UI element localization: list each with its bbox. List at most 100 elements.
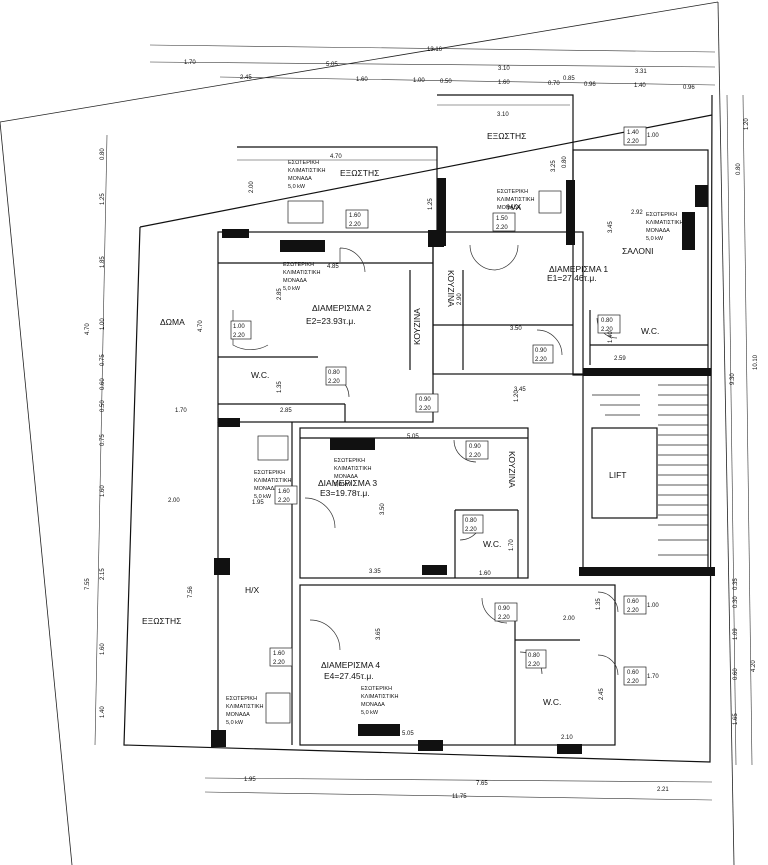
ac-label: ΕΣΩΤΕΡΙΚΗ <box>361 686 392 692</box>
dim-label: 0.96 <box>584 82 596 88</box>
dim-label: 2.90 <box>457 293 463 305</box>
dim-label: 2.00 <box>168 498 180 504</box>
door-swing <box>339 247 366 273</box>
dim-label: 3.45 <box>514 387 526 393</box>
opening-height: 2.20 <box>496 225 508 231</box>
dim-label: 1.25 <box>100 193 106 205</box>
dim-label: 1.00 <box>413 78 425 84</box>
dim-label: 1.00 <box>100 318 106 330</box>
stair-treads <box>592 384 708 556</box>
opening-width: 1.60 <box>349 213 361 219</box>
ac-label: ΜΟΝΑΔΑ <box>254 486 278 492</box>
dim-label: 1.60 <box>479 571 491 577</box>
opening-sill: 1.00 <box>647 133 659 139</box>
room-label-doma: ΔΩΜΑ <box>160 317 185 327</box>
ac-label: ΕΣΩΤΕΡΙΚΗ <box>497 189 528 195</box>
wc-label: W.C. <box>483 539 501 549</box>
opening-height: 2.20 <box>328 379 340 385</box>
kitchen-label-1: ΚΟΥΖΙΝΑ <box>446 270 456 307</box>
dim-label: 0.80 <box>562 156 568 168</box>
opening-width: 1.60 <box>278 489 290 495</box>
dim-label: 0.96 <box>683 85 695 91</box>
ac-label: 5,0 kW <box>226 720 244 726</box>
apartment-2-title: ΔΙΑΜΕΡΙΣΜΑ 2 <box>312 303 371 313</box>
opening-height: 2.20 <box>278 498 290 504</box>
ac-label: ΜΟΝΑΔΑ <box>361 702 385 708</box>
dim-label: 0.75 <box>100 354 106 366</box>
apartment-1-area: Ε1=27.46τ.μ. <box>547 273 597 283</box>
dim-label: 11.75 <box>452 794 467 800</box>
dim-label: 3.45 <box>608 221 614 233</box>
ac-unit-icon <box>287 200 324 224</box>
ac-unit-icon <box>257 435 289 461</box>
ac-label: ΕΣΩΤΕΡΙΚΗ <box>334 458 365 464</box>
ac-label: ΕΣΩΤΕΡΙΚΗ <box>288 160 319 166</box>
opening-height: 2.20 <box>601 327 613 333</box>
dim-label: 0.50 <box>100 400 106 412</box>
ac-label: ΜΟΝΑΔΑ <box>283 278 307 284</box>
dim-label: 0.60 <box>100 378 106 390</box>
opening-height: 2.20 <box>469 453 481 459</box>
dim-label: 1.60 <box>498 80 510 86</box>
room-label-exostis-upper: ΕΞΩΣΤΗΣ <box>487 131 526 141</box>
dim-label: 3.31 <box>635 69 647 75</box>
dim-label: 1.85 <box>100 256 106 268</box>
dim-label: 4.70 <box>198 320 204 332</box>
dim-label: 3.25 <box>551 160 557 172</box>
room-label-exostis-left: ΕΞΩΣΤΗΣ <box>142 616 181 626</box>
dim-label: 0.60 <box>733 668 739 680</box>
ac-label: ΕΣΩΤΕΡΙΚΗ <box>226 696 257 702</box>
dim-label: 0.35 <box>733 578 739 590</box>
dim-label: 1.95 <box>252 500 264 506</box>
door-swing <box>597 654 619 676</box>
ac-label: 5,0 kW <box>254 494 272 500</box>
dim-label: 2.10 <box>561 735 573 741</box>
opening-sill: 1.00 <box>647 603 659 609</box>
apartment-3-title: ΔΙΑΜΕΡΙΣΜΑ 3 <box>318 478 377 488</box>
dim-label: 2.00 <box>249 181 255 193</box>
opening-width: 1.50 <box>496 216 508 222</box>
top-dimensions: 13.16 1.70 5.05 3.10 3.31 2.45 1.60 1.00… <box>149 44 716 161</box>
dim-label: 2.45 <box>599 688 605 700</box>
dim-label: 4.70 <box>330 154 342 160</box>
structural-piers <box>211 178 715 754</box>
dim-label: 4.70 <box>85 323 91 335</box>
dim-label: 7.56 <box>188 586 194 598</box>
ac-label: ΚΛΙΜΑΤΙΣΤΙΚΗ <box>497 197 535 203</box>
ac-unit-icon <box>280 240 325 252</box>
dim-label: 1.95 <box>244 777 256 783</box>
ac-label: ΜΟΝΑΔΑ <box>226 712 250 718</box>
ac-unit-icon <box>330 438 375 450</box>
dim-label: 2.00 <box>563 616 575 622</box>
wc-label: W.C. <box>543 697 561 707</box>
opening-height: 2.20 <box>233 333 245 339</box>
dim-label: 1.25 <box>428 198 434 210</box>
dim-label: 3.10 <box>498 66 510 72</box>
dim-label: 5.05 <box>407 434 419 440</box>
ac-label: ΚΛΙΜΑΤΙΣΤΙΚΗ <box>283 270 321 276</box>
ac-label: ΕΣΩΤΕΡΙΚΗ <box>283 262 314 268</box>
dim-label: 0.85 <box>563 76 575 82</box>
dim-label: 4.85 <box>327 264 339 270</box>
left-dimensions: 0.80 1.25 1.85 4.70 1.00 0.75 0.60 0.50 … <box>85 134 255 746</box>
dim-label: 1.60 <box>100 485 106 497</box>
opening-height: 2.20 <box>465 527 477 533</box>
dim-label: 4.20 <box>751 660 757 672</box>
dim-label: 1.35 <box>596 598 602 610</box>
dim-label: 2.21 <box>657 787 669 793</box>
room-label-saloni: ΣΑΛΟΝΙ <box>622 246 654 256</box>
dim-label: 5.05 <box>326 62 338 68</box>
dim-label: 1.35 <box>277 381 283 393</box>
apartment-2-area: Ε2=23.93τ.μ. <box>306 316 356 326</box>
opening-width: 0.90 <box>419 397 431 403</box>
ac-label: ΚΛΙΜΑΤΙΣΤΙΚΗ <box>254 478 292 484</box>
ac-label: 5,0 kW <box>361 710 379 716</box>
opening-height: 2.20 <box>627 608 639 614</box>
door-swing <box>597 591 619 613</box>
opening-width: 1.60 <box>273 651 285 657</box>
door-swing <box>453 439 477 463</box>
wc-label: W.C. <box>251 370 269 380</box>
opening-height: 2.20 <box>273 660 285 666</box>
ac-label: ΕΣΩΤΕΡΙΚΗ <box>646 212 677 218</box>
room-label-exostis-top: ΕΞΩΣΤΗΣ <box>340 168 379 178</box>
